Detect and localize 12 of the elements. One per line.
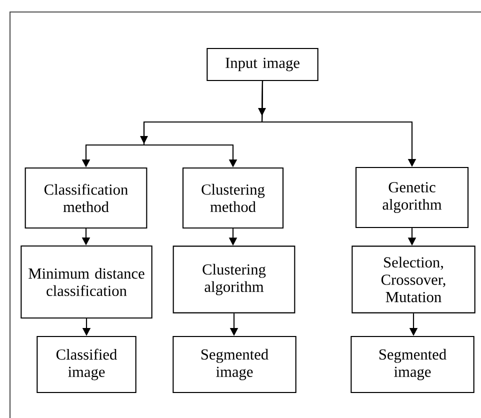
process-box: Classified image [36, 336, 136, 394]
process-box: Input image [206, 48, 318, 82]
process-box: Clustering algorithm [172, 246, 296, 314]
process-box: Genetic algorithm [355, 166, 469, 228]
process-box: Classification method [24, 167, 148, 229]
process-box: Segmented image [350, 336, 474, 394]
arrowhead [258, 108, 266, 116]
arrowhead [140, 136, 148, 144]
process-box: Minimum distance classification [20, 245, 152, 319]
process-box: Segmented image [172, 336, 296, 394]
process-box: Clustering method [182, 167, 284, 229]
process-box: Selection, Crossover, Mutation [352, 246, 476, 314]
